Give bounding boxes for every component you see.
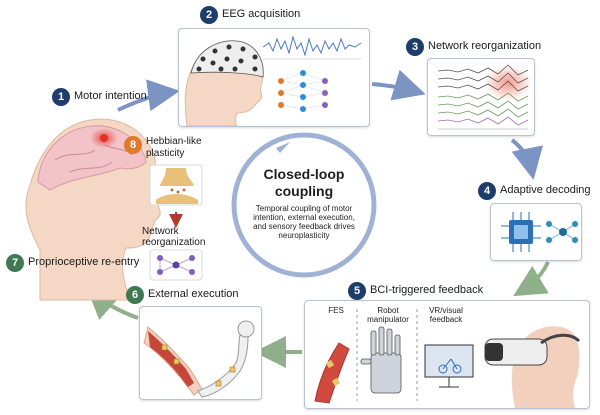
step-4-badge: 4 (478, 182, 496, 200)
erp-traces-art (437, 64, 532, 130)
network-sublabel-line1: Network (142, 226, 179, 237)
center-title-line2: coupling (274, 183, 334, 199)
bci-feedback-panel (304, 300, 590, 409)
adaptive-decoding-panel (490, 203, 582, 261)
external-execution-panel (139, 306, 262, 400)
step-3-label: Network reorganization (428, 40, 542, 52)
eeg-panel-art (184, 35, 362, 127)
fes-label: FES (328, 306, 344, 315)
decoder-chip-art (501, 212, 578, 252)
small-network-illustration (149, 249, 203, 281)
arrow-2-to-3 (371, 69, 426, 101)
step-4-label: Adaptive decoding (500, 184, 591, 196)
feedback-modalities-art (314, 309, 581, 408)
step-5-label: BCI-triggered feedback (370, 284, 484, 296)
step-3-badge: 3 (406, 38, 424, 56)
robot-label-line2: manipulator (367, 315, 409, 324)
step-6-badge: 6 (126, 286, 144, 304)
network-reorganization-panel (427, 58, 535, 136)
step-2-badge: 2 (200, 6, 218, 24)
step-2-label: EEG acquisition (222, 8, 301, 20)
vr-label-line1: VR/visual (429, 306, 463, 315)
step-5-badge: 5 (348, 282, 366, 300)
step-8-label-line2: plasticity (146, 148, 185, 159)
center-desc-line3: and sensory feedback drives (253, 222, 355, 231)
center-title-line1: Closed-loop (263, 166, 345, 182)
center-desc-line4: neuroplasticity (278, 231, 330, 240)
closed-loop-arrowhead (276, 142, 290, 153)
arrow-1-to-2 (117, 79, 180, 112)
synapse-illustration (149, 164, 203, 206)
vr-label-line2: feedback (429, 315, 463, 324)
center-desc-line2: intention, external execution, (253, 213, 355, 222)
step-1-label: Motor intention (74, 90, 147, 102)
step-8-badge: 8 (124, 136, 142, 154)
network-sublabel-line2: reorganization (142, 237, 206, 248)
arrow-4-to-5 (513, 261, 550, 297)
arm-execution-art (143, 320, 255, 398)
step-7-label: Proprioceptive re-entry (28, 256, 140, 268)
step-8-label-line1: Hebbian-like (146, 136, 202, 147)
step-6-label: External execution (148, 288, 239, 300)
step-7-badge: 7 (6, 254, 24, 272)
step-1-badge: 1 (52, 88, 70, 106)
center-desc-line1: Temporal coupling of motor (255, 204, 353, 213)
arrow-3-to-4 (510, 138, 543, 180)
eeg-acquisition-panel (178, 28, 370, 127)
closed-loop-ring (231, 132, 377, 278)
robot-label-line1: Robot (377, 306, 399, 315)
